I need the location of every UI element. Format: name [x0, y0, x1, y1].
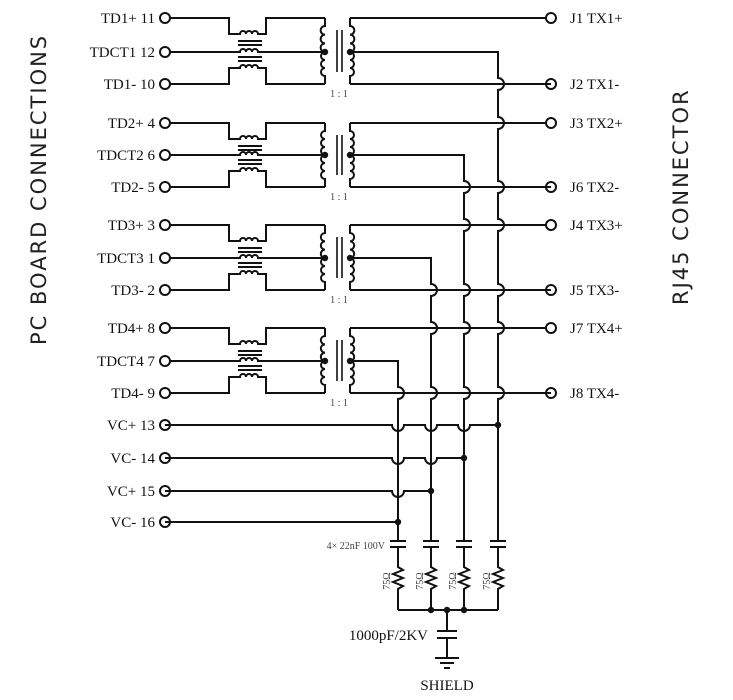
jack-label: J4 TX3+ [570, 218, 623, 234]
choke-bottom-winding [165, 64, 325, 85]
jack-label: J5 TX3- [570, 283, 619, 299]
vc-pin-label: VC- 16 [110, 515, 155, 531]
terminal-pin[interactable] [159, 387, 171, 399]
turns-ratio: 1 : 1 [330, 192, 348, 203]
terminal-pin[interactable] [159, 284, 171, 296]
pin-label: TD4- 9 [111, 386, 155, 402]
resistor-value: 75Ω [382, 572, 393, 589]
terminal-pin[interactable] [545, 12, 557, 24]
shield-label: SHIELD [420, 678, 473, 694]
pin-label: TD1+ 11 [101, 11, 155, 27]
jack-label: J8 TX4- [570, 386, 619, 402]
center-tap-column [350, 51, 505, 540]
resistor-75-ohm [456, 547, 472, 610]
choke-bottom-winding [165, 270, 325, 291]
shield-capacitor-label: 1000pF/2KV [349, 628, 428, 644]
terminal-pin[interactable] [159, 181, 171, 193]
junction-dot [427, 487, 435, 495]
terminal-pin[interactable] [159, 219, 171, 231]
terminal-pin[interactable] [159, 12, 171, 24]
junction-dot [321, 254, 329, 262]
vc-pin-label: VC+ 13 [107, 418, 155, 434]
left-title: PC BOARD CONNECTIONS [27, 34, 51, 345]
terminal-pin[interactable] [159, 149, 171, 161]
right-title: RJ45 CONNECTOR [669, 88, 693, 305]
pin-label: TDCT2 6 [97, 148, 155, 164]
pin-label: TD2- 5 [111, 180, 155, 196]
turns-ratio: 1 : 1 [330, 89, 348, 100]
resistor-75-ohm [390, 547, 406, 610]
pin-label: TDCT3 1 [97, 251, 155, 267]
terminal-pin[interactable] [545, 219, 557, 231]
pin-label: TDCT4 7 [97, 354, 155, 370]
pin-label: TD2+ 4 [108, 116, 156, 132]
pin-label: TD1- 10 [104, 77, 155, 93]
choke-center-winding [165, 357, 325, 362]
vc-pin-label: VC- 14 [110, 451, 155, 467]
pin-label: TDCT1 12 [90, 45, 155, 61]
capacitor-label: 4× 22nF 100V [327, 541, 386, 552]
jack-label: J2 TX1- [570, 77, 619, 93]
resistor-75-ohm [423, 547, 439, 610]
choke-center-winding [165, 48, 325, 53]
junction-dot [427, 606, 435, 614]
terminal-pin[interactable] [159, 46, 171, 58]
pin-label: TD3+ 3 [108, 218, 155, 234]
vc-line [165, 457, 464, 465]
terminal-pin[interactable] [545, 322, 557, 334]
junction-dot [321, 151, 329, 159]
resistor-75-ohm [490, 547, 506, 610]
center-tap-column [350, 154, 471, 540]
junction-dot [460, 454, 468, 462]
jack-label: J3 TX2+ [570, 116, 623, 132]
vc-line [165, 424, 498, 432]
pin-label: TD3- 2 [111, 283, 155, 299]
junction-dot [460, 606, 468, 614]
terminal-pin[interactable] [159, 322, 171, 334]
junction-dot [494, 421, 502, 429]
terminal-pin[interactable] [159, 355, 171, 367]
choke-top-winding [165, 122, 325, 140]
choke-bottom-winding [165, 373, 325, 394]
shield-capacitor-ground [435, 610, 459, 669]
pin-label: TD4+ 8 [108, 321, 155, 337]
resistor-value: 75Ω [415, 572, 426, 589]
terminal-pin[interactable] [159, 117, 171, 129]
choke-center-winding [165, 151, 325, 156]
choke-top-winding [165, 327, 325, 345]
terminal-pin[interactable] [545, 117, 557, 129]
choke-center-winding [165, 254, 325, 259]
jack-label: J7 TX4+ [570, 321, 623, 337]
vc-line [165, 490, 431, 498]
turns-ratio: 1 : 1 [330, 295, 348, 306]
resistor-value: 75Ω [448, 572, 459, 589]
resistor-value: 75Ω [482, 572, 493, 589]
junction-dot [321, 48, 329, 56]
jack-label: J6 TX2- [570, 180, 619, 196]
choke-top-winding [165, 17, 325, 35]
terminal-pin[interactable] [159, 252, 171, 264]
center-tap-column [350, 360, 405, 540]
center-tap-column [350, 257, 438, 540]
vc-pin-label: VC+ 15 [107, 484, 155, 500]
junction-dot [394, 518, 402, 526]
turns-ratio: 1 : 1 [330, 398, 348, 409]
choke-top-winding [165, 224, 325, 242]
terminal-pin[interactable] [159, 78, 171, 90]
jack-label: J1 TX1+ [570, 11, 623, 27]
choke-bottom-winding [165, 167, 325, 188]
junction-dot [321, 357, 329, 365]
